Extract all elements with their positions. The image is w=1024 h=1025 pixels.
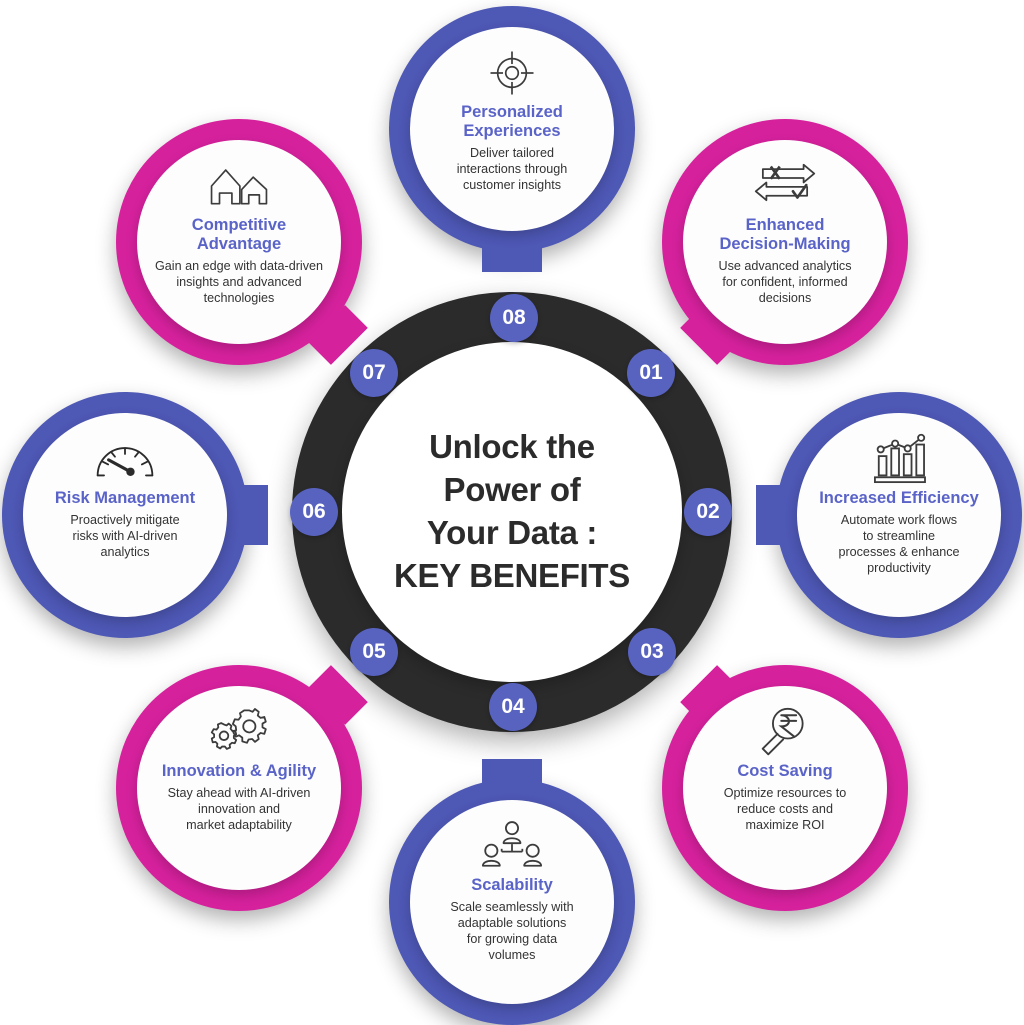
- node-face: Risk Management Proactively mitigate ris…: [23, 413, 227, 617]
- node-description: Proactively mitigate risks with AI-drive…: [70, 512, 180, 560]
- target-crosshair-icon: [481, 47, 543, 99]
- node-cost-saving[interactable]: Cost Saving Optimize resources to reduce…: [662, 665, 908, 911]
- step-badge-07[interactable]: 07: [350, 349, 398, 397]
- node-description: Deliver tailored interactions through cu…: [456, 145, 568, 192]
- node-risk-management[interactable]: Risk Management Proactively mitigate ris…: [2, 392, 268, 638]
- node-pointer-icon: [482, 238, 542, 272]
- node-description: Use advanced analytics for confident, in…: [718, 258, 852, 305]
- node-description: Stay ahead with AI-driven innovation and…: [167, 785, 311, 833]
- node-pointer-icon: [234, 485, 268, 545]
- node-pointer-icon: [482, 759, 542, 793]
- node-face: Enhanced Decision-Making Use advanced an…: [683, 140, 887, 344]
- node-innovation-agility[interactable]: Innovation & Agility Stay ahead with AI-…: [116, 665, 368, 911]
- node-title: Innovation & Agility: [161, 762, 317, 780]
- node-title: Competitive Advantage: [191, 216, 287, 253]
- two-way-arrows-x-check-icon: [754, 160, 816, 212]
- node-face: Personalized Experiences Deliver tailore…: [410, 27, 614, 231]
- node-enhanced-decision-making[interactable]: Enhanced Decision-Making Use advanced an…: [662, 119, 908, 365]
- page-title: Unlock the Power of Your Data : KEY BENE…: [393, 428, 630, 594]
- node-title: Enhanced Decision-Making: [719, 216, 851, 253]
- node-face: Scalability Scale seamlessly with adapta…: [410, 800, 614, 1004]
- node-increased-efficiency[interactable]: Increased Efficiency Automate work flows…: [756, 392, 1022, 638]
- node-face: Innovation & Agility Stay ahead with AI-…: [137, 686, 341, 890]
- step-badge-03[interactable]: 03: [628, 628, 676, 676]
- gauge-speedometer-icon: [94, 433, 156, 485]
- node-title: Cost Saving: [737, 762, 833, 780]
- node-title: Increased Efficiency: [819, 489, 979, 507]
- gears-icon: [208, 706, 270, 758]
- step-badge-08[interactable]: 08: [490, 294, 538, 342]
- node-face: Increased Efficiency Automate work flows…: [797, 413, 1001, 617]
- org-chart-people-icon: [481, 820, 543, 872]
- node-description: Automate work flows to streamline proces…: [838, 512, 960, 576]
- magnifier-rupee-icon: [754, 706, 816, 758]
- node-title: Personalized Experiences: [461, 103, 563, 140]
- step-badge-04[interactable]: 04: [489, 683, 537, 731]
- step-badge-06[interactable]: 06: [290, 488, 338, 536]
- bar-chart-trend-icon: [868, 433, 930, 485]
- node-competitive-advantage[interactable]: Competitive Advantage Gain an edge with …: [116, 119, 368, 365]
- node-description: Scale seamlessly with adaptable solution…: [450, 899, 574, 963]
- node-title: Risk Management: [54, 489, 196, 507]
- hub-inner-circle: Unlock the Power of Your Data : KEY BENE…: [342, 342, 682, 682]
- step-badge-02[interactable]: 02: [684, 488, 732, 536]
- node-title: Scalability: [471, 876, 553, 894]
- node-scalability[interactable]: Scalability Scale seamlessly with adapta…: [389, 759, 635, 1025]
- node-pointer-icon: [756, 485, 790, 545]
- node-personalized-experiences[interactable]: Personalized Experiences Deliver tailore…: [389, 6, 635, 272]
- step-badge-01[interactable]: 01: [627, 349, 675, 397]
- node-face: Competitive Advantage Gain an edge with …: [137, 140, 341, 344]
- node-description: Gain an edge with data-driven insights a…: [154, 258, 324, 305]
- step-badge-05[interactable]: 05: [350, 628, 398, 676]
- two-houses-icon: [208, 160, 270, 212]
- node-description: Optimize resources to reduce costs and m…: [723, 785, 847, 833]
- node-face: Cost Saving Optimize resources to reduce…: [683, 686, 887, 890]
